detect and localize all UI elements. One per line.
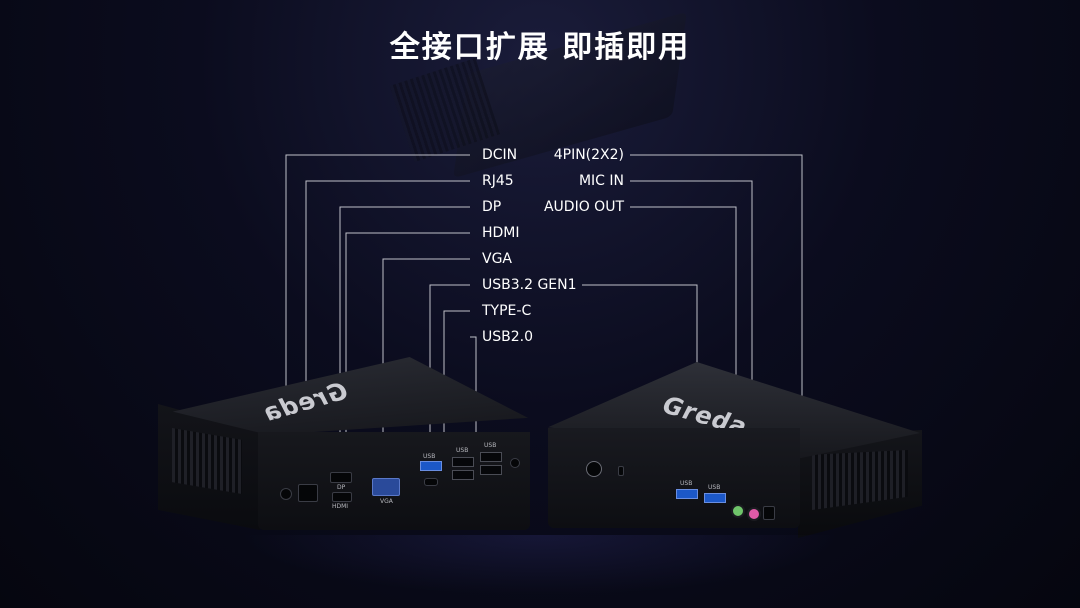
usb20-port-4 bbox=[480, 465, 502, 475]
power-button-icon bbox=[586, 461, 602, 477]
hdmi-port bbox=[332, 492, 352, 502]
callout-4pin: 4PIN(2X2) bbox=[553, 147, 624, 163]
callout-audio-out: AUDIO OUT bbox=[543, 199, 624, 215]
headline: 全接口扩展 即插即用 bbox=[389, 30, 691, 65]
callout-dcin: DCIN bbox=[482, 147, 518, 163]
dp-port-label: DP bbox=[337, 484, 346, 491]
floor-reflection bbox=[240, 535, 840, 595]
usb20-port-1 bbox=[452, 457, 474, 467]
front-usb32-port-1 bbox=[676, 489, 698, 499]
left-device-vent bbox=[172, 428, 242, 494]
antenna-hole bbox=[510, 458, 520, 468]
callout-usb32-gen1: USB3.2 GEN1 bbox=[482, 277, 577, 293]
hdmi-port-label: HDMI bbox=[332, 503, 349, 510]
mic-in-jack bbox=[747, 507, 761, 521]
callout-type-c: TYPE-C bbox=[482, 303, 532, 319]
usb2-port-label-b: USB bbox=[484, 442, 497, 449]
usb20-port-2 bbox=[452, 470, 474, 480]
dc-in-port bbox=[280, 488, 292, 500]
callout-dp: DP bbox=[482, 199, 502, 215]
callout-hdmi: HDMI bbox=[482, 225, 520, 241]
line-typec bbox=[443, 310, 470, 480]
vga-port bbox=[372, 478, 400, 496]
rj45-port bbox=[298, 484, 318, 502]
usb20-port-3 bbox=[480, 452, 502, 462]
vga-port-label: VGA bbox=[380, 498, 393, 505]
audio-out-jack bbox=[731, 504, 745, 518]
4pin-connector bbox=[763, 506, 775, 520]
usb3-port-label: USB bbox=[423, 453, 436, 460]
line-usb20 bbox=[470, 336, 477, 470]
front-usb32-port-2 bbox=[704, 493, 726, 503]
status-led bbox=[618, 466, 624, 476]
callout-rj45: RJ45 bbox=[482, 173, 514, 189]
usb32-gen1-port bbox=[420, 461, 442, 471]
callout-vga: VGA bbox=[482, 251, 513, 267]
front-usb-label-b: USB bbox=[708, 484, 721, 491]
dp-port bbox=[330, 472, 352, 483]
callout-usb20: USB2.0 bbox=[482, 329, 534, 345]
usb2-port-label-a: USB bbox=[456, 447, 469, 454]
type-c-port bbox=[424, 478, 438, 486]
callout-mic-in: MIC IN bbox=[578, 173, 624, 189]
front-usb-label-a: USB bbox=[680, 480, 693, 487]
